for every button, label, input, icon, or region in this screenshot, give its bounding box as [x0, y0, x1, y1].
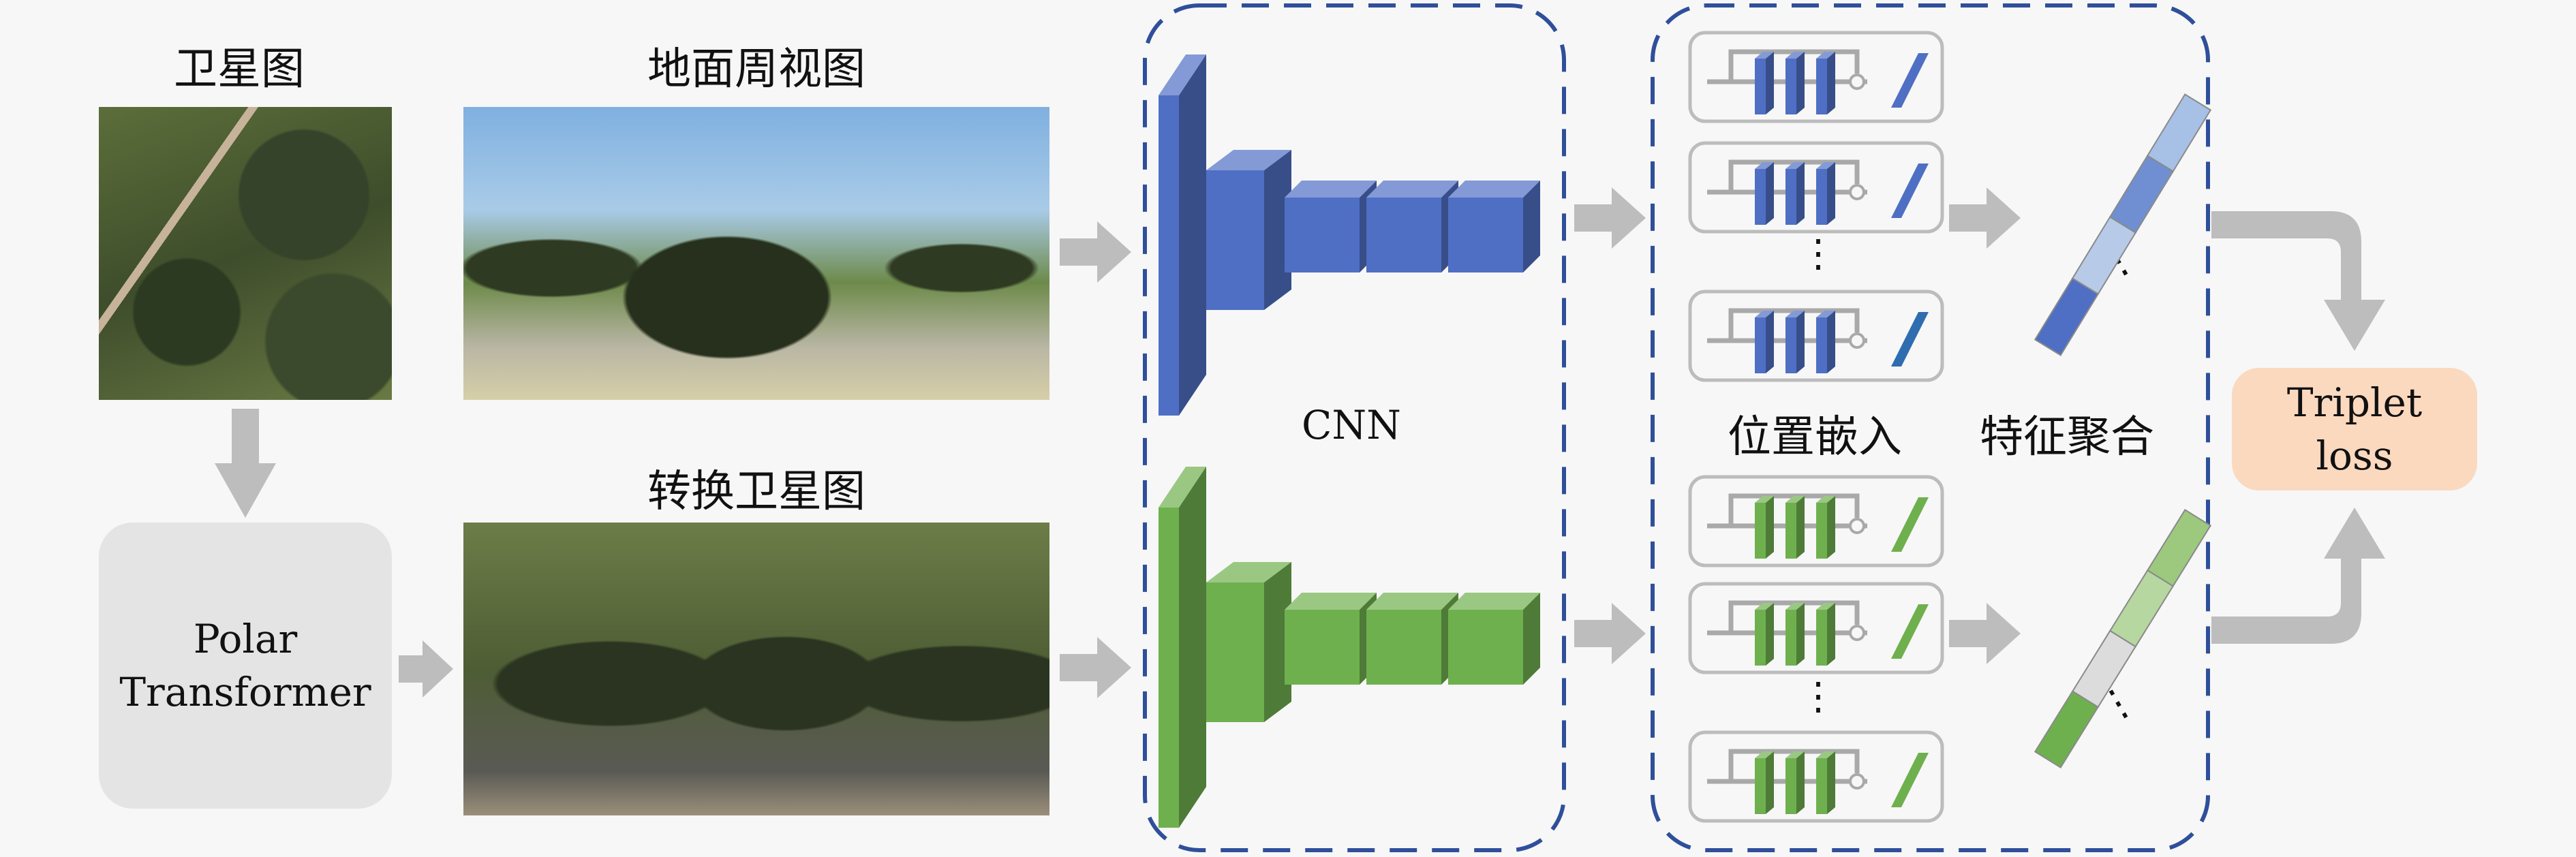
triplet-loss-line2: loss — [2316, 433, 2393, 479]
flow-arrows — [215, 187, 2385, 698]
top-embedding-row-3-block-2 — [1785, 311, 1805, 373]
bottom-cnn-block-3 — [1366, 593, 1458, 685]
bottom-cnn-block-4 — [1448, 593, 1540, 685]
aggregation-module-border — [1651, 3, 2210, 852]
arrow-embedding-to-aggregation-top — [1949, 187, 2021, 249]
bottom-embedding-row-1-block-3 — [1816, 496, 1835, 559]
bottom-embedding-row-3-block-2 — [1785, 751, 1805, 814]
polar-transformer-box: Polar Transformer — [99, 523, 392, 809]
cnn-module-border — [1143, 3, 1566, 852]
top-cnn-block-4 — [1448, 181, 1540, 272]
arrow-aggregation-to-loss-top — [2211, 211, 2385, 351]
bottom-embedding-row-3 — [1688, 730, 1944, 823]
position-embedding-label: 位置嵌入 — [1728, 412, 1902, 463]
ground-panorama-label: 地面周视图 — [647, 44, 865, 95]
top-embedding-row-2-block-3 — [1816, 162, 1835, 225]
bottom-embedding-row-3-block-3 — [1816, 751, 1835, 814]
top-embedding-row-3 — [1688, 290, 1944, 382]
bottom-embedding-row-1-block-2 — [1785, 496, 1805, 559]
top-embedding-row-3-block-3 — [1816, 311, 1835, 373]
top-embedding-row-1-block-1 — [1755, 52, 1774, 114]
ground-panorama-image — [463, 107, 1049, 400]
bottom-cnn-block-2 — [1285, 593, 1377, 685]
top-cnn-block-3 — [1366, 181, 1458, 272]
bottom-embedding-row-1 — [1688, 475, 1944, 567]
triplet-loss-line1: Triplet — [2286, 379, 2423, 426]
top-embedding-row-2-block-1 — [1755, 162, 1774, 225]
bottom-embedding-row-2 — [1688, 582, 1944, 674]
arrow-satellite-to-polar — [215, 409, 276, 518]
polar-transformer-line2: Transformer — [119, 669, 371, 715]
arrow-aggregation-to-loss-bottom — [2211, 508, 2385, 644]
top-embedding-row-3-block-1 — [1755, 311, 1774, 373]
top-embedding-row-1 — [1688, 31, 1944, 123]
top-embedding-row-1-block-2 — [1785, 52, 1805, 114]
arrow-converted-to-cnn — [1060, 637, 1131, 698]
satellite-image — [99, 107, 392, 400]
bottom-cnn-input-slab — [1159, 467, 1206, 828]
polar-transformer-line1: Polar — [193, 615, 298, 662]
bottom-embedding-row-2-block-3 — [1816, 603, 1835, 666]
triplet-loss-box: Triplet loss — [2232, 368, 2477, 490]
ellipsis-bottom-embedding: ⋮ — [1799, 674, 1837, 719]
bottom-embedding-row-2-block-1 — [1755, 603, 1774, 666]
converted-satellite-image — [463, 523, 1049, 815]
arrow-embedding-to-aggregation-bottom — [1949, 603, 2021, 664]
top-aggregated-vector — [2034, 93, 2212, 356]
bottom-cnn-block-1 — [1206, 562, 1291, 722]
arrow-cnn-to-embedding-top — [1574, 187, 1646, 249]
bottom-embedding-row-2-block-2 — [1785, 603, 1805, 666]
arrow-ground-to-cnn — [1060, 221, 1131, 283]
cnn-label: CNN — [1302, 402, 1401, 448]
feature-aggregation-label: 特征聚合 — [1980, 412, 2154, 463]
bottom-embedding-row-3-block-1 — [1755, 751, 1774, 814]
ellipsis-top-embedding: ⋮ — [1799, 232, 1837, 276]
converted-satellite-label: 转换卫星图 — [647, 467, 865, 517]
satellite-label: 卫星图 — [174, 44, 305, 95]
arrow-cnn-to-embedding-bottom — [1574, 603, 1646, 664]
arrow-polar-to-converted — [399, 640, 453, 698]
bottom-aggregated-vector — [2034, 509, 2212, 768]
bottom-embedding-row-1-block-1 — [1755, 496, 1774, 559]
top-cnn-block-1 — [1206, 150, 1291, 310]
top-cnn-block-2 — [1285, 181, 1377, 272]
top-embedding-row-1-block-3 — [1816, 52, 1835, 114]
top-cnn-input-slab — [1159, 54, 1206, 416]
top-embedding-row-2-block-2 — [1785, 162, 1805, 225]
top-embedding-row-2 — [1688, 141, 1944, 234]
